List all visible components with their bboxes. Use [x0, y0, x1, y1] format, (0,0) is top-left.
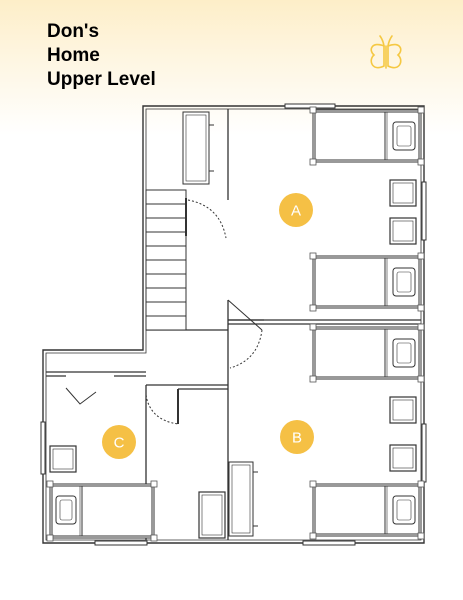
room-badge-a: A: [279, 193, 313, 227]
room-a-furniture: [309, 106, 425, 312]
interior-walls: [46, 109, 421, 540]
room-label-b: B: [292, 430, 302, 447]
page-title: Don's Home Upper Level: [47, 20, 156, 92]
room-label-a: A: [291, 203, 301, 220]
staircase: [145, 189, 187, 331]
title-line-3: Upper Level: [47, 69, 156, 90]
room-c-furniture: [46, 445, 226, 542]
room-badge-c: C: [102, 425, 136, 459]
windows: [40, 103, 427, 546]
room-badge-b: B: [280, 420, 314, 454]
title-line-2: Home: [47, 45, 100, 66]
title-line-1: Don's: [47, 21, 100, 42]
butterfly-icon: [370, 35, 402, 69]
room-label-c: C: [114, 435, 125, 452]
hallway-closet: [182, 111, 214, 185]
room-b-furniture: [228, 323, 425, 540]
doors: [65, 199, 263, 425]
